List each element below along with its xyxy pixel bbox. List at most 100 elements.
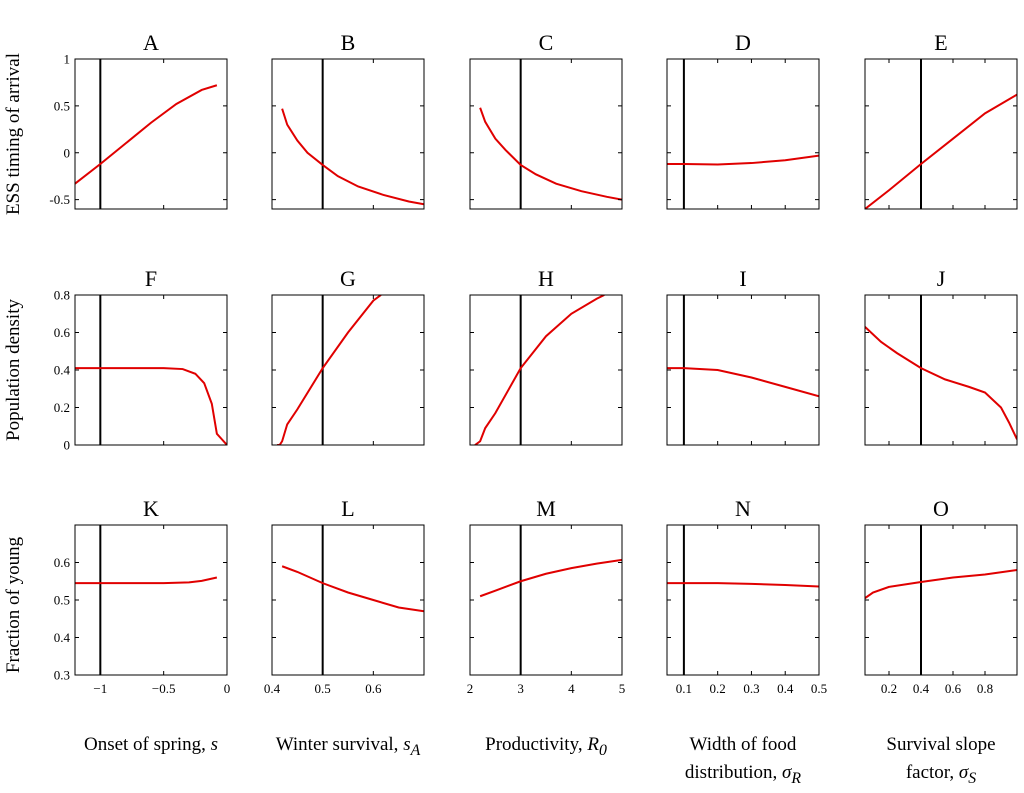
x-tick-label: 0.2 (710, 681, 726, 696)
panel-H: H (469, 266, 623, 446)
data-line (667, 582, 819, 588)
axes-frame (271, 58, 425, 210)
data-line (281, 565, 424, 613)
x-axis-label-part: R (791, 769, 802, 787)
x-axis-label-line: Winter survival, sA (248, 731, 448, 765)
panel-title: L (341, 496, 354, 521)
data-line (277, 295, 382, 445)
panel-title: F (145, 266, 157, 291)
x-axis-label: Productivity, R0 (446, 731, 646, 765)
axes-frame (271, 294, 425, 446)
panel-C: C (469, 30, 623, 210)
y-tick-label: 0.4 (54, 630, 71, 645)
x-axis-label-part: factor, (905, 762, 959, 783)
data-line (479, 558, 622, 598)
data-line (474, 295, 605, 445)
panel-title: D (735, 30, 751, 55)
axes-frame (271, 524, 425, 676)
x-tick-label: 0.2 (881, 681, 897, 696)
x-tick-label: 0.4 (264, 681, 281, 696)
axes-frame (74, 58, 228, 210)
x-tick-label: 5 (619, 681, 626, 696)
x-axis-label-part: σ (782, 762, 792, 783)
y-axis-label: Population density (3, 299, 24, 441)
axes-frame (74, 524, 228, 676)
x-tick-label: 3 (517, 681, 524, 696)
panel-E: E (864, 30, 1018, 210)
panel-F: F 0 0.2 0.4 0.6 0.8 (54, 266, 228, 453)
y-tick-label: 0.6 (54, 325, 71, 340)
x-axis-label-line: factor, σS (841, 759, 1024, 793)
x-axis-label-part: S (968, 769, 977, 787)
x-axis-label-line: Width of food (643, 731, 843, 759)
panel-D: D (666, 30, 820, 210)
x-tick-label: 2 (467, 681, 474, 696)
y-tick-label: 0.5 (54, 98, 70, 113)
axes-frame (864, 524, 1018, 676)
x-axis-label-line: Onset of spring, s (51, 731, 251, 759)
x-axis-label-part: R (587, 734, 599, 755)
data-line (865, 326, 1017, 440)
panel-title: J (937, 266, 946, 291)
panel-title: A (143, 30, 159, 55)
data-line (75, 576, 218, 585)
axes-frame (666, 524, 820, 676)
x-axis-label: Onset of spring, s (51, 731, 251, 759)
data-line (75, 367, 227, 445)
y-tick-label: 0.4 (54, 363, 71, 378)
x-axis-label-part: Onset of spring, (83, 734, 211, 755)
data-line (281, 108, 424, 206)
axes-frame (666, 58, 820, 210)
y-tick-label: 0.2 (54, 400, 70, 415)
x-axis-label: Width of food distribution, σR (643, 731, 843, 793)
x-axis-label-part: Winter survival, (275, 734, 404, 755)
axes-frame (666, 294, 820, 446)
data-line (865, 569, 1017, 599)
x-tick-label: −0.5 (152, 681, 176, 696)
panel-title: K (143, 496, 159, 521)
x-tick-label: −1 (93, 681, 107, 696)
y-tick-label: 0.8 (54, 288, 70, 303)
panel-title: O (933, 496, 949, 521)
panel-J: J (864, 266, 1018, 446)
panel-G: G (271, 266, 425, 446)
x-tick-label: 0.4 (777, 681, 794, 696)
y-tick-label: 0 (64, 438, 71, 453)
panel-I: I (666, 266, 820, 446)
y-tick-label: 0.3 (54, 668, 70, 683)
x-axis-label-part: Width of food (689, 734, 797, 755)
x-tick-label: 0.5 (315, 681, 331, 696)
x-axis-label-line: distribution, σR (643, 759, 843, 793)
panel-A: A-0.500.51 (49, 30, 228, 210)
x-axis-label-part: σ (958, 762, 969, 783)
x-axis-label-part: s (210, 734, 219, 755)
panel-title: M (536, 496, 556, 521)
axes-frame (864, 58, 1018, 210)
y-tick-label: -0.5 (49, 192, 70, 207)
x-tick-label: 0 (224, 681, 231, 696)
axes-frame (469, 58, 623, 210)
x-tick-label: 0.6 (365, 681, 382, 696)
x-tick-label: 0.1 (676, 681, 692, 696)
x-axis-label-part: s (403, 734, 411, 755)
x-axis-label-line: Survival slope (841, 731, 1024, 759)
x-tick-label: 0.5 (811, 681, 827, 696)
x-axis-label-part: Survival slope (886, 734, 996, 755)
panel-L: L 0.4 0.5 0.6 (264, 496, 425, 696)
panel-M: M 2 3 4 5 (467, 496, 626, 696)
panel-title: H (538, 266, 554, 291)
panel-title: E (934, 30, 947, 55)
axes-frame (469, 524, 623, 676)
x-tick-label: 0.6 (945, 681, 962, 696)
axes-frame (864, 294, 1018, 446)
panel-title: G (340, 266, 356, 291)
y-axis-label: Fraction of young (3, 536, 24, 673)
x-tick-label: 4 (568, 681, 575, 696)
x-axis-label: Survival slope factor, σS (841, 731, 1024, 793)
data-line (865, 93, 1017, 209)
data-line (75, 84, 218, 185)
panel-title: N (735, 496, 751, 521)
